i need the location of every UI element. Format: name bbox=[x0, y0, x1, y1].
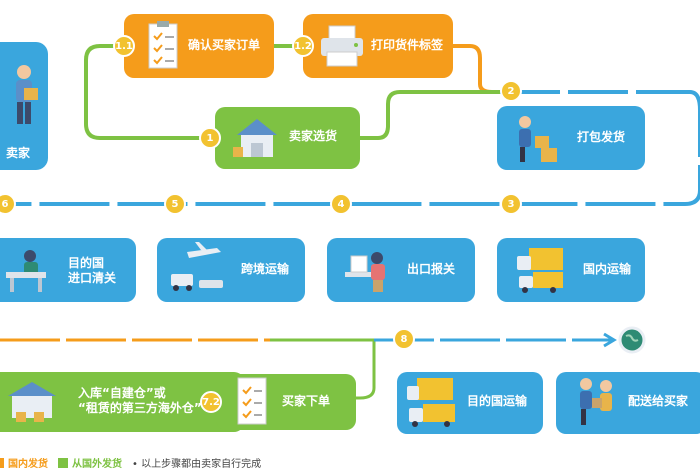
packing-worker-icon bbox=[519, 116, 557, 162]
inbound-warehouse-label: 入库“自建仓”或 “租赁的第三方海外仓” bbox=[78, 386, 202, 415]
import-customs-card: 目的国 进口清关 bbox=[0, 238, 136, 302]
deliver-buyer-label: 配送给买家 bbox=[628, 394, 689, 408]
legend-swatch-domestic bbox=[0, 457, 4, 468]
order-list-icon bbox=[237, 377, 267, 425]
select-goods-card: 卖家选货 bbox=[215, 107, 360, 169]
print-label-label: 打印货件标签 bbox=[371, 38, 444, 52]
step-badge-3: 3 bbox=[500, 193, 522, 215]
seller-person-icon bbox=[16, 65, 38, 124]
plane-truck-icon bbox=[171, 242, 223, 291]
delivery-person-icon bbox=[580, 378, 612, 425]
export-customs-label: 出口报关 bbox=[407, 262, 456, 276]
step-badge-8: 8 bbox=[393, 328, 415, 350]
globe-icon bbox=[618, 326, 646, 354]
pack-ship-card: 打包发货 bbox=[497, 106, 645, 170]
domestic-transport-label: 国内运输 bbox=[583, 262, 632, 276]
step-badge-2: 2 bbox=[500, 80, 522, 102]
deliver-buyer-card: 配送给买家 bbox=[556, 372, 700, 434]
step-badge-6: 6 bbox=[0, 193, 16, 215]
legend-domestic: 国内发货 bbox=[8, 459, 48, 470]
printer-icon bbox=[321, 25, 363, 67]
export-customs-card: 出口报关 bbox=[327, 238, 475, 302]
step-badge-1-2: 1.2 bbox=[292, 35, 314, 57]
warehouse-icon bbox=[233, 119, 277, 157]
legend-overseas: 从国外发货 bbox=[72, 459, 122, 470]
inbound-warehouse-card: 入库“自建仓”或 “租赁的第三方海外仓” bbox=[0, 372, 244, 432]
step-badge-4: 4 bbox=[330, 193, 352, 215]
step-badge-5: 5 bbox=[164, 193, 186, 215]
step-badge-1: 1 bbox=[199, 127, 221, 149]
print-label-card: 打印货件标签 bbox=[303, 14, 453, 78]
import-customs-label: 目的国 进口清关 bbox=[68, 256, 117, 285]
step-badge-7-2: 7.2 bbox=[200, 391, 222, 413]
dest-transport-card: 目的国运输 bbox=[397, 372, 543, 434]
customs-desk-icon bbox=[6, 250, 46, 292]
clipboard-icon bbox=[148, 21, 178, 69]
select-goods-label: 卖家选货 bbox=[289, 129, 338, 143]
truck-icon bbox=[517, 248, 563, 293]
cross-border-card: 跨境运输 bbox=[157, 238, 305, 302]
pack-ship-label: 打包发货 bbox=[577, 130, 626, 144]
buyer-order-card: 买家下单 bbox=[216, 374, 356, 430]
dest-transport-label: 目的国运输 bbox=[467, 394, 528, 408]
buyer-order-label: 买家下单 bbox=[282, 394, 331, 408]
dest-truck-icon bbox=[407, 378, 455, 427]
step-badge-1-1: 1.1 bbox=[113, 35, 135, 57]
legend: 国内发货 从国外发货 • 以上步骤都由卖家自行完成 bbox=[0, 455, 261, 470]
legend-swatch-overseas bbox=[58, 457, 68, 468]
overseas-warehouse-icon bbox=[8, 382, 56, 422]
domestic-transport-card: 国内运输 bbox=[497, 238, 645, 302]
confirm-order-label: 确认买家订单 bbox=[188, 38, 261, 52]
export-desk-icon bbox=[345, 252, 385, 292]
legend-note: • 以上步骤都由卖家自行完成 bbox=[132, 459, 262, 470]
seller-card: 卖家 bbox=[0, 42, 48, 170]
cross-border-label: 跨境运输 bbox=[241, 262, 290, 276]
confirm-order-card: 确认买家订单 bbox=[124, 14, 274, 78]
seller-label: 卖家 bbox=[6, 146, 31, 160]
